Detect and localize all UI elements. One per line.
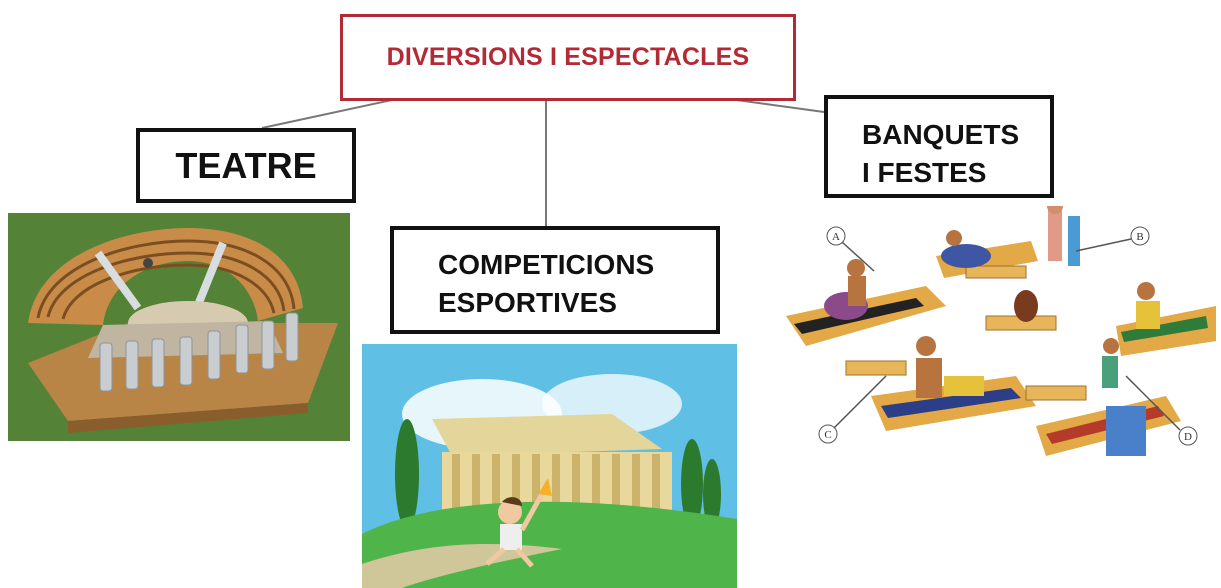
marker-a: A [832,231,840,243]
node-banquets: BANQUETS I FESTES [824,95,1054,198]
node-banquets-line2: I FESTES [862,157,987,188]
node-teatre-label: TEATRE [175,144,317,186]
marker-d: D [1184,431,1192,443]
root-node-label: DIVERSIONS I ESPECTACLES [386,43,750,71]
sports-illustration [362,344,737,588]
banquet-illustration: A B C D [776,206,1221,486]
marker-b: B [1136,231,1143,243]
marker-c: C [824,429,831,441]
node-competicions-line1: COMPETICIONS [438,249,655,280]
connector-teatre [261,99,393,129]
node-teatre: TEATRE [136,128,356,203]
node-competicions-line2: ESPORTIVES [438,287,617,318]
root-node: DIVERSIONS I ESPECTACLES [340,14,796,101]
node-banquets-line1: BANQUETS [862,119,1020,150]
node-competicions: COMPETICIONS ESPORTIVES [390,226,720,334]
theatre-illustration [8,213,350,441]
